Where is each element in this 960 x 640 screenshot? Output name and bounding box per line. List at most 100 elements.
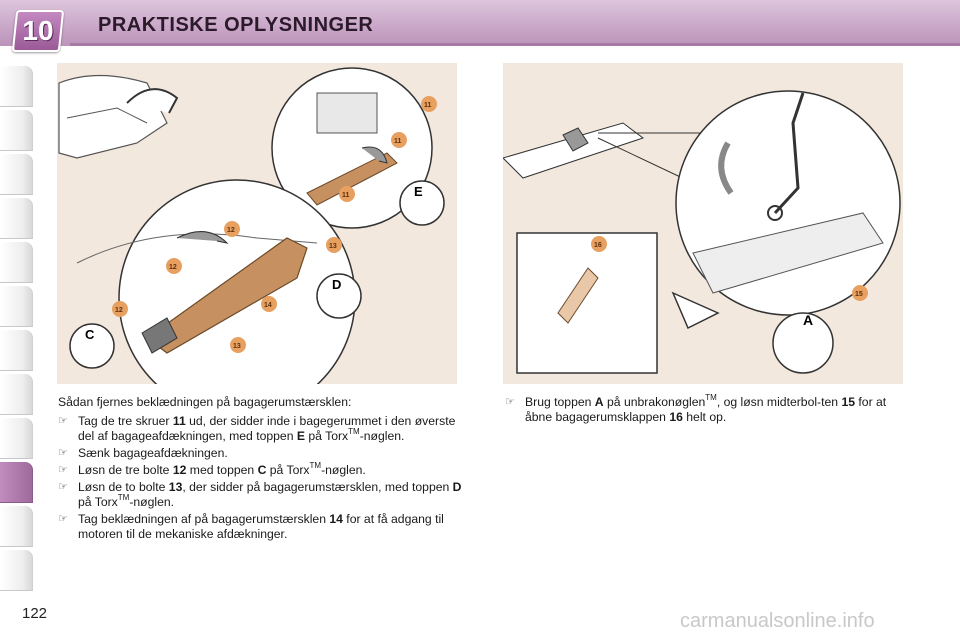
header-rule bbox=[70, 43, 960, 46]
chapter-tab[interactable] bbox=[0, 374, 33, 415]
tool-letter: C bbox=[257, 463, 267, 477]
step-item: ☞ Tag de tre skruer 11 ud, der sidder in… bbox=[58, 414, 463, 444]
tailgate-release-drawing: A 15 16 bbox=[502, 90, 901, 374]
chapter-tab[interactable] bbox=[0, 110, 33, 151]
badge-11 bbox=[391, 132, 407, 148]
badge-13-label: 13 bbox=[329, 243, 337, 250]
body-outline bbox=[76, 233, 318, 264]
step-text: på Torx bbox=[78, 495, 118, 509]
detail-circle-top bbox=[271, 67, 433, 229]
badge-11 bbox=[421, 96, 437, 112]
badge-11-label: 11 bbox=[342, 192, 350, 199]
trademark: TM bbox=[705, 393, 717, 402]
chapter-tab[interactable] bbox=[0, 506, 33, 547]
step-text: , og løsn midterbol-ten bbox=[716, 395, 842, 409]
chapter-tab[interactable] bbox=[0, 66, 33, 107]
step-text: Sænk bagageafdækningen. bbox=[78, 446, 228, 460]
trim-removal-illustration: E D C 11 11 11 12 12 12 13 13 14 bbox=[57, 63, 457, 417]
part-number: 14 bbox=[329, 512, 343, 526]
chapter-tab[interactable] bbox=[0, 418, 33, 459]
sill-trim-panel bbox=[145, 237, 308, 354]
tool-label-a: A bbox=[803, 312, 813, 328]
badge-12-label: 12 bbox=[227, 227, 235, 234]
trim-end-cap bbox=[141, 317, 178, 354]
part-number: 13 bbox=[168, 480, 183, 494]
badge-16 bbox=[591, 236, 607, 252]
left-instructions: Sådan fjernes beklædningen på bagagerums… bbox=[58, 395, 463, 544]
inset-box bbox=[516, 232, 658, 374]
tool-letter: A bbox=[594, 395, 604, 409]
pointer-icon: ☞ bbox=[58, 481, 68, 493]
pointer-icon: ☞ bbox=[58, 415, 68, 427]
step-text: på Torx bbox=[305, 429, 349, 443]
tool-label-d: D bbox=[332, 277, 341, 292]
trademark: TM bbox=[348, 427, 360, 436]
car-line bbox=[66, 107, 148, 124]
rotation-arrow-icon bbox=[718, 141, 734, 195]
tool-circle-d bbox=[316, 273, 362, 319]
tool-letter: D bbox=[452, 480, 462, 494]
latch-part bbox=[316, 92, 378, 134]
step-text: helt op. bbox=[682, 410, 727, 424]
step-item: ☞ Brug toppen A på unbrakonøglenTM, og l… bbox=[505, 393, 905, 425]
step-text: Tag de tre skruer bbox=[78, 414, 173, 428]
tool-circle-a bbox=[772, 312, 834, 374]
chapter-tab[interactable] bbox=[0, 286, 33, 327]
tailgate-release-illustration: A 15 16 bbox=[502, 63, 903, 384]
chapter-tab-active[interactable] bbox=[0, 462, 33, 503]
chapter-tab[interactable] bbox=[0, 550, 33, 591]
pointer-icon: ☞ bbox=[505, 396, 515, 408]
step-item: ☞ Sænk bagageafdækningen. bbox=[58, 446, 463, 461]
trademark: TM bbox=[309, 461, 322, 470]
badge-12 bbox=[166, 258, 182, 274]
pointer-icon: ☞ bbox=[58, 464, 68, 476]
step-text: Tag beklædningen af på bagagerumstærskle… bbox=[78, 512, 330, 526]
badge-12-label: 12 bbox=[169, 264, 177, 271]
step-text: på unbrakonøglen bbox=[603, 395, 706, 409]
tailgate-panel bbox=[692, 212, 884, 294]
badge-15-label: 15 bbox=[855, 291, 863, 298]
trim-removal-drawing: E D C 11 11 11 12 12 12 13 13 14 bbox=[58, 67, 445, 417]
badge-12 bbox=[224, 221, 240, 237]
step-item: ☞ Tag beklædningen af på bagagerumstærsk… bbox=[58, 512, 463, 542]
badge-11 bbox=[339, 186, 355, 202]
tool-circle-e bbox=[399, 180, 445, 226]
tool-label-c: C bbox=[85, 327, 95, 342]
zoom-leader-lines bbox=[597, 132, 703, 184]
badge-15 bbox=[852, 285, 868, 301]
part-number: 11 bbox=[172, 414, 186, 428]
open-arrow-icon bbox=[671, 291, 720, 330]
step-text: , der sidder på bagagerumstærsklen, med … bbox=[182, 480, 453, 494]
chapter-tab[interactable] bbox=[0, 198, 33, 239]
step-item: ☞ Løsn de to bolte 13, der sidder på bag… bbox=[58, 480, 463, 510]
part-number: 15 bbox=[841, 395, 856, 409]
chapter-tab[interactable] bbox=[0, 330, 33, 371]
tool-label-e: E bbox=[414, 184, 423, 199]
badge-13 bbox=[230, 337, 246, 353]
chapter-tab[interactable] bbox=[0, 242, 33, 283]
tool-letter: E bbox=[296, 429, 306, 443]
right-instructions: ☞ Brug toppen A på unbrakonøglenTM, og l… bbox=[505, 393, 905, 427]
step-text: med toppen bbox=[186, 463, 258, 477]
lower-arrow-icon bbox=[176, 231, 229, 244]
badge-14-label: 14 bbox=[264, 302, 272, 309]
chapter-badge: 10 bbox=[11, 10, 65, 52]
step-item: ☞ Løsn de tre bolte 12 med toppen C på T… bbox=[58, 461, 463, 478]
badge-16-label: 16 bbox=[594, 242, 602, 249]
badge-13 bbox=[326, 237, 342, 253]
upper-trim-panel bbox=[306, 152, 398, 206]
rotate-arrow-icon bbox=[361, 146, 388, 164]
direction-arrow-icon bbox=[126, 88, 179, 114]
allen-key bbox=[773, 92, 805, 215]
pointer-icon: ☞ bbox=[58, 447, 68, 459]
page-number: 122 bbox=[22, 605, 48, 622]
watermark: carmanualsonline.info bbox=[680, 610, 875, 632]
step-text: ud, der sidder inde i bagegerummet i den… bbox=[78, 414, 456, 443]
chapter-tab[interactable] bbox=[0, 154, 33, 195]
chapter-number: 10 bbox=[22, 15, 54, 46]
tailgate-16-part bbox=[557, 267, 599, 324]
step-text: -nøglen. bbox=[359, 429, 405, 443]
trademark: TM bbox=[117, 493, 130, 502]
step-text: for at åbne bagagerumsklappen bbox=[525, 395, 887, 424]
step-text: -nøglen. bbox=[129, 495, 175, 509]
